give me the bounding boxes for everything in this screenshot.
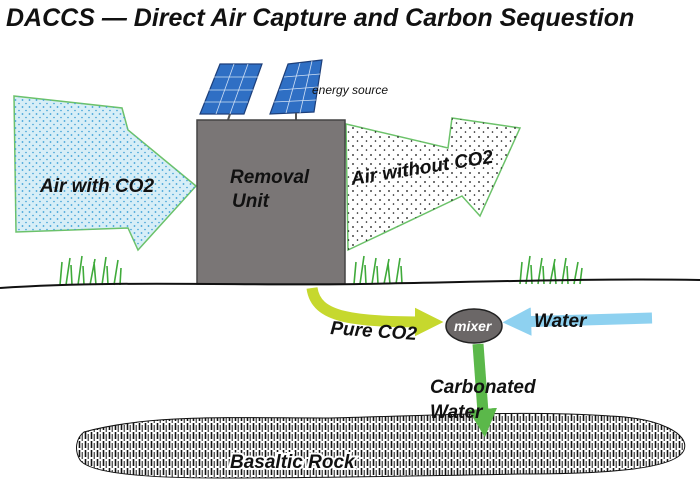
- basaltic-rock: [76, 412, 686, 479]
- water-arrow: [502, 307, 653, 336]
- pure-co2-arrow: [306, 286, 444, 337]
- diagram-title: DACCS — Direct Air Capture and Carbon Se…: [6, 4, 634, 32]
- carbonated-water-arrow: [468, 343, 498, 438]
- solar-panel-icon: [199, 63, 263, 121]
- energy-source-label: energy source: [312, 83, 388, 97]
- mixer-label: mixer: [454, 318, 493, 334]
- water-label: Water: [534, 311, 588, 332]
- air-in-label: Air with CO2: [39, 176, 154, 197]
- grass-tuft-icon: [519, 255, 583, 285]
- mixer: [445, 308, 503, 344]
- basaltic-rock-label: Basaltic Rock: [230, 452, 356, 473]
- grass-tuft-icon: [59, 255, 122, 286]
- solar-panel-icon: [269, 59, 323, 120]
- carbonated-label-line2: Water: [430, 402, 484, 423]
- ground-line: [0, 278, 700, 289]
- removal-unit-label-line2: Unit: [232, 191, 270, 212]
- air-out-arrow: [345, 117, 522, 252]
- carbonated-label-line1: Carbonated: [430, 377, 536, 398]
- grass-tuft-icon: [353, 255, 403, 285]
- removal-unit: [196, 119, 346, 285]
- air-in-arrow: [13, 95, 198, 252]
- removal-unit-label-line1: Removal: [230, 167, 310, 188]
